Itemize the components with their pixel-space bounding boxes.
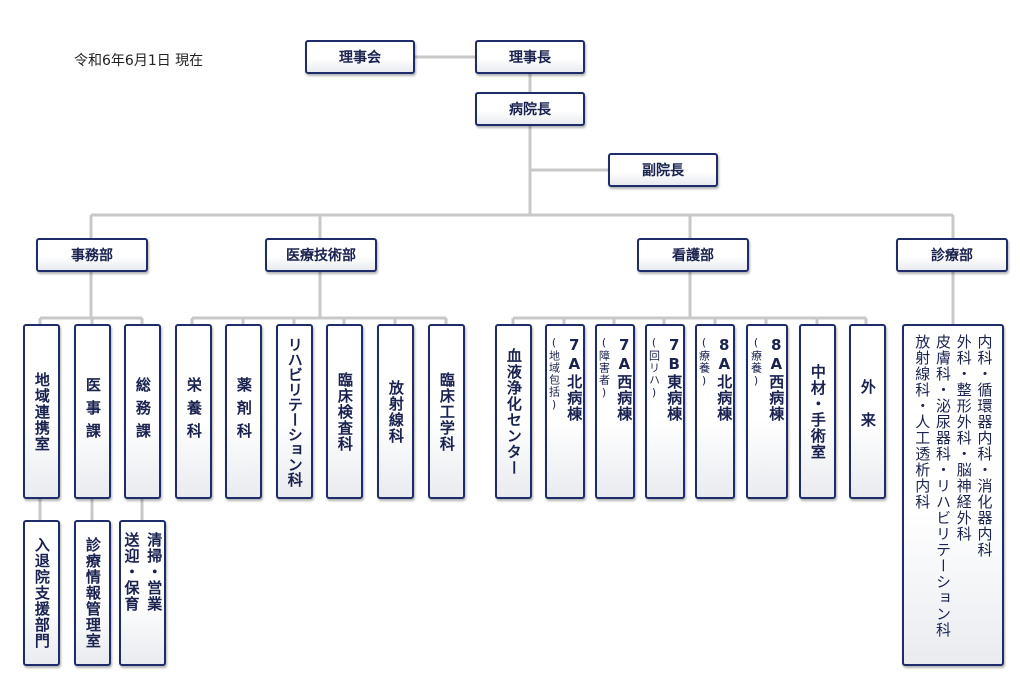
dialysis-center-label: 血液浄化センター bbox=[504, 347, 523, 476]
clinical-specialties-box[interactable]: 内科・循環器内科・消化器内科 外科・整形外科・脳神経外科 皮膚科・泌尿器科・リハ… bbox=[902, 324, 1004, 666]
pharmacy-box[interactable]: 薬剤科 bbox=[225, 324, 262, 499]
vice-director-label: 副院長 bbox=[642, 163, 684, 179]
medtech-dept-label: 医療技術部 bbox=[286, 248, 356, 264]
rehabilitation-label: リハビリテーション科 bbox=[285, 336, 304, 487]
director-label: 病院長 bbox=[509, 102, 551, 118]
specialty-line-1: 内科・循環器内科・消化器内科 bbox=[975, 334, 994, 558]
director-box[interactable]: 病院長 bbox=[475, 92, 585, 126]
ward-7a-west-box[interactable]: 7A西病棟 (障害者) bbox=[595, 324, 635, 499]
vice-director-box[interactable]: 副院長 bbox=[608, 153, 718, 187]
clinical-engineering-label: 臨床工学科 bbox=[437, 371, 456, 452]
specialty-line-3: 皮膚科・泌尿器科・リハビリテーション科 bbox=[934, 334, 952, 638]
clinical-engineering-box[interactable]: 臨床工学科 bbox=[428, 324, 465, 499]
central-surgery-label: 中材・手術室 bbox=[808, 363, 827, 460]
ward-7b-east-label: 7B東病棟 bbox=[665, 336, 684, 422]
regional-liaison-label: 地域連携室 bbox=[32, 371, 51, 452]
clinical-lab-box[interactable]: 臨床検査科 bbox=[326, 324, 363, 499]
ward-7a-north-label: 7A北病棟 bbox=[565, 336, 584, 422]
medical-affairs-label: 医事課 bbox=[83, 377, 102, 446]
nursing-dept-label: 看護部 bbox=[672, 248, 714, 264]
transport-label: 送迎・保育 bbox=[122, 532, 141, 612]
ward-7a-north-note: (地域包括) bbox=[547, 336, 561, 412]
outpatient-label: 外来 bbox=[858, 378, 877, 445]
admission-support-box[interactable]: 入退院支援部門 bbox=[23, 520, 60, 666]
rehabilitation-box[interactable]: リハビリテーション科 bbox=[276, 324, 313, 499]
nutrition-label: 栄養科 bbox=[184, 377, 203, 446]
medical-affairs-box[interactable]: 医事課 bbox=[74, 324, 111, 499]
info-management-label: 診療情報管理室 bbox=[83, 537, 102, 649]
cleaning-label: 清掃・営業 bbox=[145, 532, 164, 612]
nursing-dept-box[interactable]: 看護部 bbox=[637, 238, 749, 272]
ward-8a-west-box[interactable]: 8A西病棟 (療養) bbox=[746, 324, 788, 499]
chairman-label: 理事長 bbox=[509, 50, 551, 66]
radiology-label: 放射線科 bbox=[386, 379, 405, 444]
admin-dept-box[interactable]: 事務部 bbox=[36, 238, 148, 272]
ward-7a-west-note: (障害者) bbox=[597, 336, 611, 400]
admin-dept-label: 事務部 bbox=[71, 248, 113, 264]
outpatient-box[interactable]: 外来 bbox=[849, 324, 886, 499]
general-affairs-box[interactable]: 総務課 bbox=[124, 324, 161, 499]
cleaning-transport-box[interactable]: 清掃・営業 送迎・保育 bbox=[119, 520, 166, 666]
ward-7a-west-label: 7A西病棟 bbox=[615, 336, 634, 422]
specialty-line-2: 外科・整形外科・脳神経外科 bbox=[954, 334, 973, 542]
dialysis-center-box[interactable]: 血液浄化センター bbox=[495, 324, 532, 499]
admission-support-label: 入退院支援部門 bbox=[32, 537, 51, 649]
regional-liaison-box[interactable]: 地域連携室 bbox=[23, 324, 60, 499]
ward-7b-east-note: (回リハ) bbox=[647, 336, 661, 400]
specialty-line-4: 放射線科・人工透析内科 bbox=[913, 334, 932, 510]
nutrition-box[interactable]: 栄養科 bbox=[175, 324, 212, 499]
clinical-lab-label: 臨床検査科 bbox=[335, 371, 354, 452]
ward-8a-north-note: (療養) bbox=[697, 336, 711, 388]
radiology-box[interactable]: 放射線科 bbox=[377, 324, 414, 499]
as-of-date: 令和6年6月1日 現在 bbox=[74, 53, 204, 69]
ward-8a-west-label: 8A西病棟 bbox=[767, 336, 786, 422]
ward-7b-east-box[interactable]: 7B東病棟 (回リハ) bbox=[645, 324, 685, 499]
chairman-box[interactable]: 理事長 bbox=[475, 40, 585, 74]
clinical-dept-box[interactable]: 診療部 bbox=[896, 238, 1008, 272]
ward-7a-north-box[interactable]: 7A北病棟 (地域包括) bbox=[545, 324, 585, 499]
board-label: 理事会 bbox=[339, 50, 381, 66]
central-surgery-box[interactable]: 中材・手術室 bbox=[799, 324, 836, 499]
info-management-box[interactable]: 診療情報管理室 bbox=[74, 520, 111, 666]
medtech-dept-box[interactable]: 医療技術部 bbox=[265, 238, 377, 272]
general-affairs-label: 総務課 bbox=[133, 377, 152, 446]
pharmacy-label: 薬剤科 bbox=[234, 377, 253, 446]
ward-8a-north-box[interactable]: 8A北病棟 (療養) bbox=[695, 324, 735, 499]
board-box[interactable]: 理事会 bbox=[305, 40, 415, 74]
clinical-dept-label: 診療部 bbox=[931, 248, 973, 264]
ward-8a-north-label: 8A北病棟 bbox=[715, 336, 734, 422]
ward-8a-west-note: (療養) bbox=[749, 336, 763, 388]
